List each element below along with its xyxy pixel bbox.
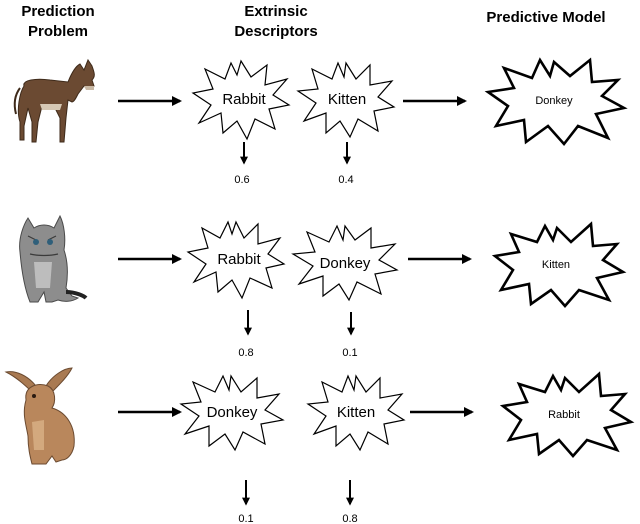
- descriptor-burst: [179, 374, 285, 452]
- header-extrinsic-descriptors-line2: Descriptors: [234, 23, 317, 40]
- header-extrinsic-descriptors-line1: Extrinsic: [244, 3, 307, 20]
- kitten-image: [19, 214, 88, 303]
- model-label: Kitten: [542, 259, 570, 271]
- model-label: Rabbit: [548, 409, 580, 421]
- descriptor-burst: [306, 374, 406, 452]
- score-value: 0.8: [342, 513, 357, 524]
- model-burst: [499, 371, 635, 458]
- header-prediction-problem-line2: Problem: [28, 23, 88, 40]
- header-predictive-model: Predictive Model: [486, 9, 605, 26]
- descriptor-burst: [186, 220, 286, 300]
- model-burst: [491, 221, 627, 308]
- descriptor-label: Rabbit: [222, 91, 266, 108]
- descriptor-label: Kitten: [337, 404, 375, 421]
- descriptor-label: Rabbit: [217, 251, 261, 268]
- score-value: 0.6: [234, 174, 249, 186]
- descriptor-burst: [191, 59, 291, 141]
- descriptor-label: Kitten: [328, 91, 366, 108]
- descriptor-burst: [291, 224, 399, 302]
- descriptor-label: Donkey: [207, 404, 258, 421]
- model-label: Donkey: [535, 95, 573, 107]
- donkey-image: [13, 58, 95, 143]
- score-value: 0.4: [338, 174, 353, 186]
- descriptor-label: Donkey: [320, 255, 371, 272]
- model-burst: [484, 57, 628, 147]
- score-value: 0.8: [238, 347, 253, 359]
- score-value: 0.1: [342, 347, 357, 359]
- rabbit-image: [4, 367, 75, 465]
- header-prediction-problem-line1: Prediction: [21, 3, 94, 20]
- score-value: 0.1: [238, 513, 253, 524]
- descriptor-burst: [296, 61, 396, 139]
